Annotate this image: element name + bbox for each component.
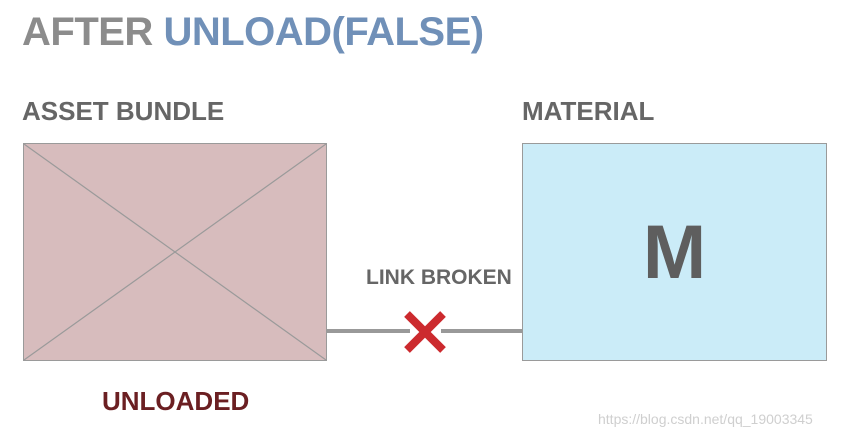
watermark: https://blog.csdn.net/qq_19003345	[598, 411, 813, 427]
material-box: M	[522, 143, 827, 361]
title-highlight: UNLOAD(FALSE)	[163, 10, 484, 54]
material-letter: M	[642, 209, 707, 295]
title-prefix: AFTER	[22, 10, 164, 54]
link-line-left	[327, 329, 410, 333]
page-title: AFTER UNLOAD(FALSE)	[22, 10, 484, 55]
link-broken-label: LINK BROKEN	[366, 266, 512, 289]
broken-link-x-icon	[404, 311, 446, 353]
empty-placeholder-cross-icon	[24, 144, 326, 360]
unloaded-status-label: UNLOADED	[102, 386, 250, 416]
asset-bundle-label: ASSET BUNDLE	[22, 96, 225, 126]
link-line-right	[441, 329, 522, 333]
material-label: MATERIAL	[522, 96, 655, 126]
asset-bundle-box	[23, 143, 327, 361]
